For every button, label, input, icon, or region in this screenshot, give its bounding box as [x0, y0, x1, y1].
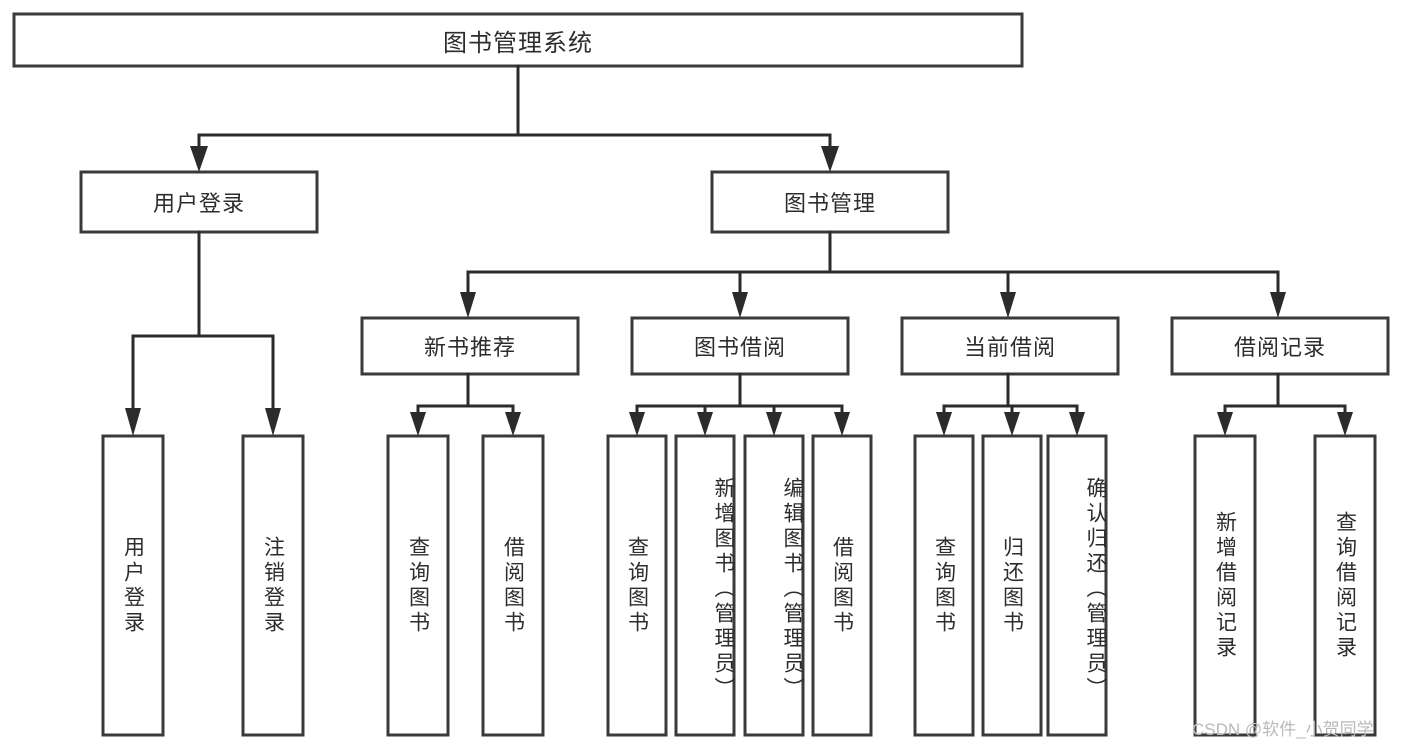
arrowhead-leaf-add-book-admin [697, 412, 713, 436]
arrowhead-leaf-user-logout [265, 408, 281, 436]
leaf-box-query-book-current[interactable] [913, 434, 975, 737]
arrowhead-leaf-query-borrow-record [1337, 412, 1353, 436]
arrowhead-book-management [821, 146, 839, 172]
leaf-box-borrow-book-recommend[interactable] [481, 434, 545, 737]
arrowhead-leaf-query-book-borrow [629, 412, 645, 436]
leaf-box-edit-book-admin[interactable] [743, 434, 805, 737]
arrowhead-leaf-borrow-book [834, 412, 850, 436]
arrowhead-new-book-recommend [460, 292, 476, 318]
leaf-box-add-book-admin[interactable] [674, 434, 736, 737]
node-box-borrow-record[interactable] [1170, 316, 1390, 376]
arrowhead-user-login [190, 146, 208, 172]
arrowhead-leaf-user-login [125, 408, 141, 436]
arrowhead-borrow-record [1270, 292, 1286, 318]
leaf-box-query-borrow-record[interactable] [1313, 434, 1377, 737]
node-box-user-login[interactable] [79, 170, 319, 234]
arrowhead-leaf-edit-book-admin [766, 412, 782, 436]
leaf-box-query-book-borrow[interactable] [606, 434, 668, 737]
arrowhead-leaf-add-borrow-record [1217, 412, 1233, 436]
arrowhead-leaf-borrow-book-recommend [505, 412, 521, 436]
node-box-book-borrow[interactable] [630, 316, 850, 376]
arrowhead-leaf-confirm-return-admin [1069, 412, 1085, 436]
arrowhead-leaf-query-book-recommend [410, 412, 426, 436]
leaf-box-user-login[interactable] [101, 434, 165, 737]
leaf-box-user-logout[interactable] [241, 434, 305, 737]
leaf-box-confirm-return-admin[interactable] [1046, 434, 1108, 737]
node-box-new-book-recommend[interactable] [360, 316, 580, 376]
leaf-box-borrow-book[interactable] [811, 434, 873, 737]
node-box-book-management[interactable] [710, 170, 950, 234]
arrowhead-book-borrow [732, 292, 748, 318]
node-box-root[interactable] [12, 12, 1024, 68]
arrowhead-leaf-query-book-current [936, 412, 952, 436]
arrowhead-leaf-return-book [1004, 412, 1020, 436]
arrowhead-current-borrow [1000, 292, 1016, 318]
leaf-box-query-book-recommend[interactable] [386, 434, 450, 737]
leaf-box-return-book[interactable] [981, 434, 1043, 737]
node-box-current-borrow[interactable] [900, 316, 1120, 376]
leaf-box-add-borrow-record[interactable] [1193, 434, 1257, 737]
